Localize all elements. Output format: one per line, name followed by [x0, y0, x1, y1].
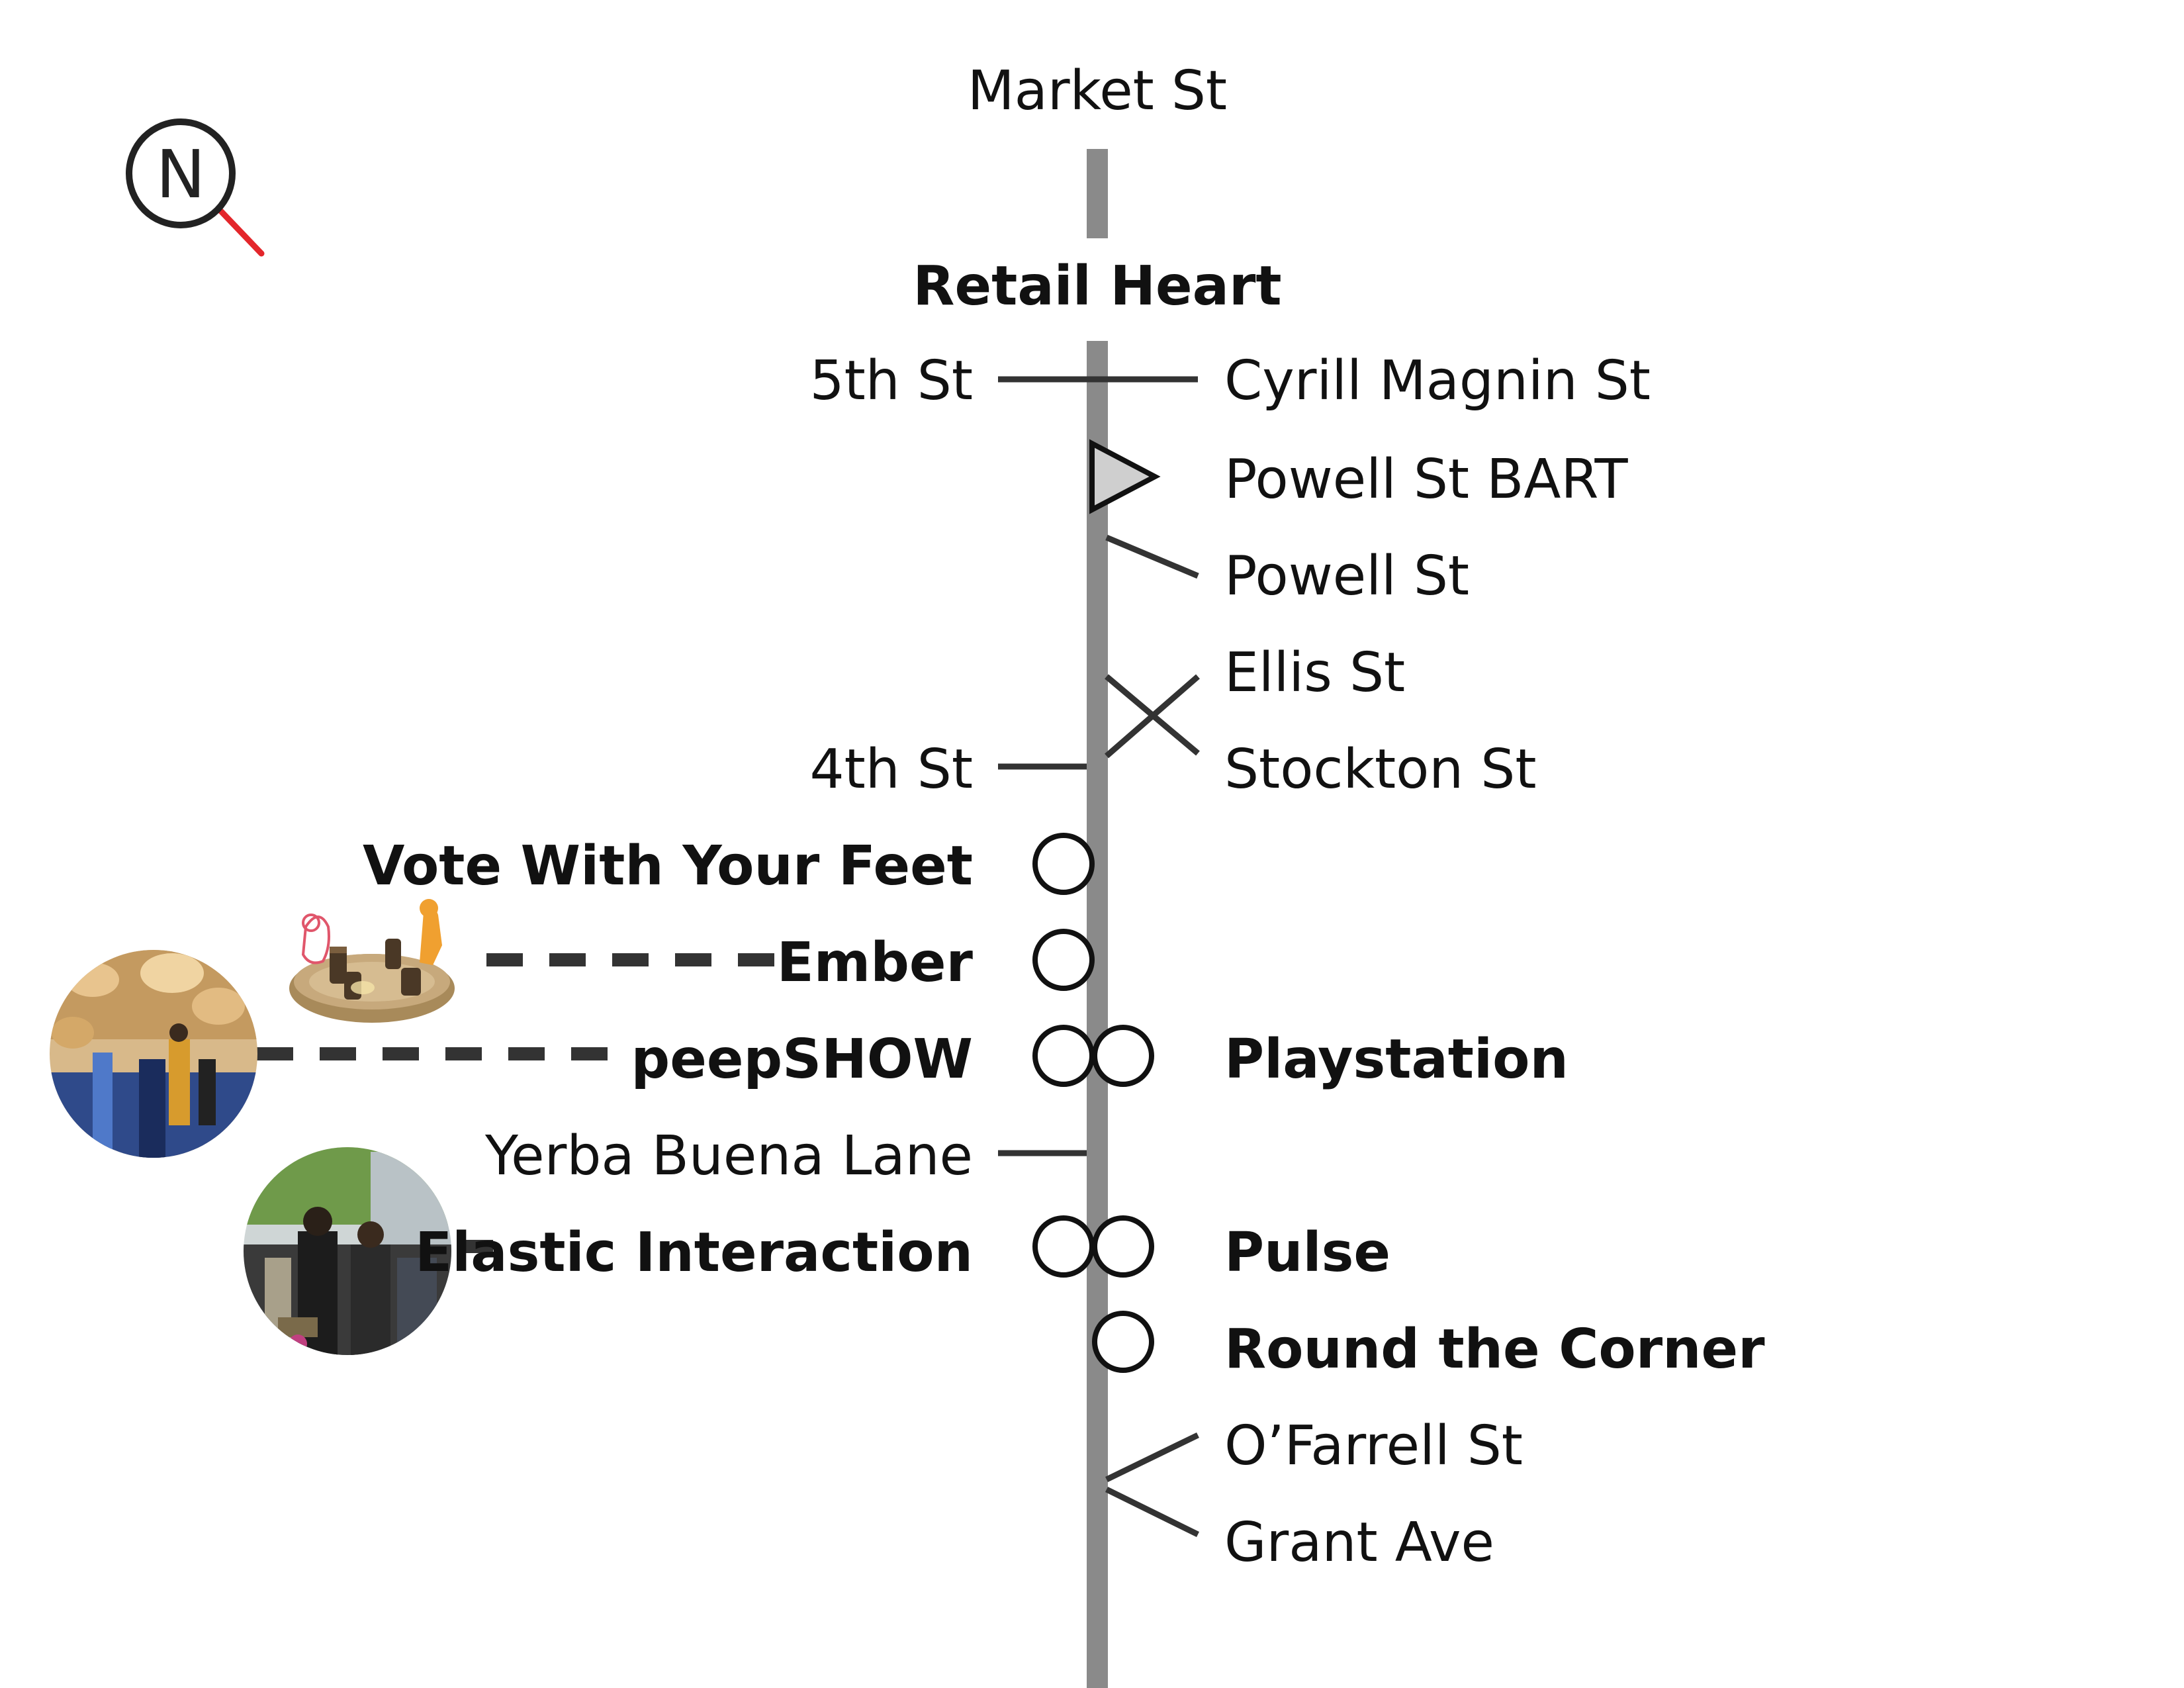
installation-markers	[1032, 833, 1154, 1373]
bart-station-icon	[1089, 439, 1161, 514]
market-st-label: Market St	[968, 60, 1227, 122]
north-letter: N	[156, 136, 206, 213]
marker-peepshow	[1032, 1025, 1095, 1087]
marker-elastic-interaction	[1032, 1215, 1095, 1278]
leader-lines	[257, 953, 788, 1253]
street-lines	[998, 376, 1200, 1538]
street-label-5th: 5th St	[809, 350, 973, 412]
marker-playstation	[1092, 1025, 1154, 1087]
station-label-powell-bart: Powell St BART	[1224, 448, 1628, 511]
ofarrell-st-line	[1105, 1432, 1199, 1483]
street-label-grant: Grant Ave	[1224, 1511, 1494, 1574]
installation-label-round-the-corner: Round the Corner	[1224, 1318, 1765, 1381]
north-arrow-icon: N	[126, 118, 265, 257]
installation-label-elastic-interaction: Elastic Interaction	[415, 1221, 973, 1284]
installation-label-playstation: Playstation	[1224, 1028, 1569, 1091]
street-label-cyrill-magnin: Cyrill Magnin St	[1224, 350, 1651, 412]
street-label-ellis: Ellis St	[1224, 641, 1405, 704]
marker-vote-with-your-feet	[1032, 833, 1095, 895]
installation-label-peepshow: peepSHOW	[631, 1028, 973, 1091]
ember-illustration	[289, 899, 455, 1023]
installation-label-pulse: Pulse	[1224, 1221, 1390, 1284]
marker-ember	[1032, 929, 1095, 991]
street-label-4th: 4th St	[809, 738, 973, 801]
street-label-yerba-buena: Yerba Buena Lane	[484, 1125, 973, 1188]
installation-label-vote-with-your-feet: Vote With Your Feet	[363, 835, 973, 898]
marker-round-the-corner	[1092, 1311, 1154, 1373]
grant-ave-line	[1105, 1486, 1199, 1538]
peepshow-photo	[50, 950, 257, 1158]
marker-pulse	[1092, 1215, 1154, 1278]
stockton-st-line	[1105, 674, 1200, 759]
retail-heart-title: Retail Heart	[913, 255, 1281, 318]
street-label-ofarrell: O’Farrell St	[1224, 1415, 1523, 1477]
street-label-powell: Powell St	[1224, 545, 1469, 608]
street-label-stockton: Stockton St	[1224, 738, 1537, 801]
powell-st-line	[1105, 534, 1199, 579]
installation-label-ember: Ember	[777, 931, 974, 994]
